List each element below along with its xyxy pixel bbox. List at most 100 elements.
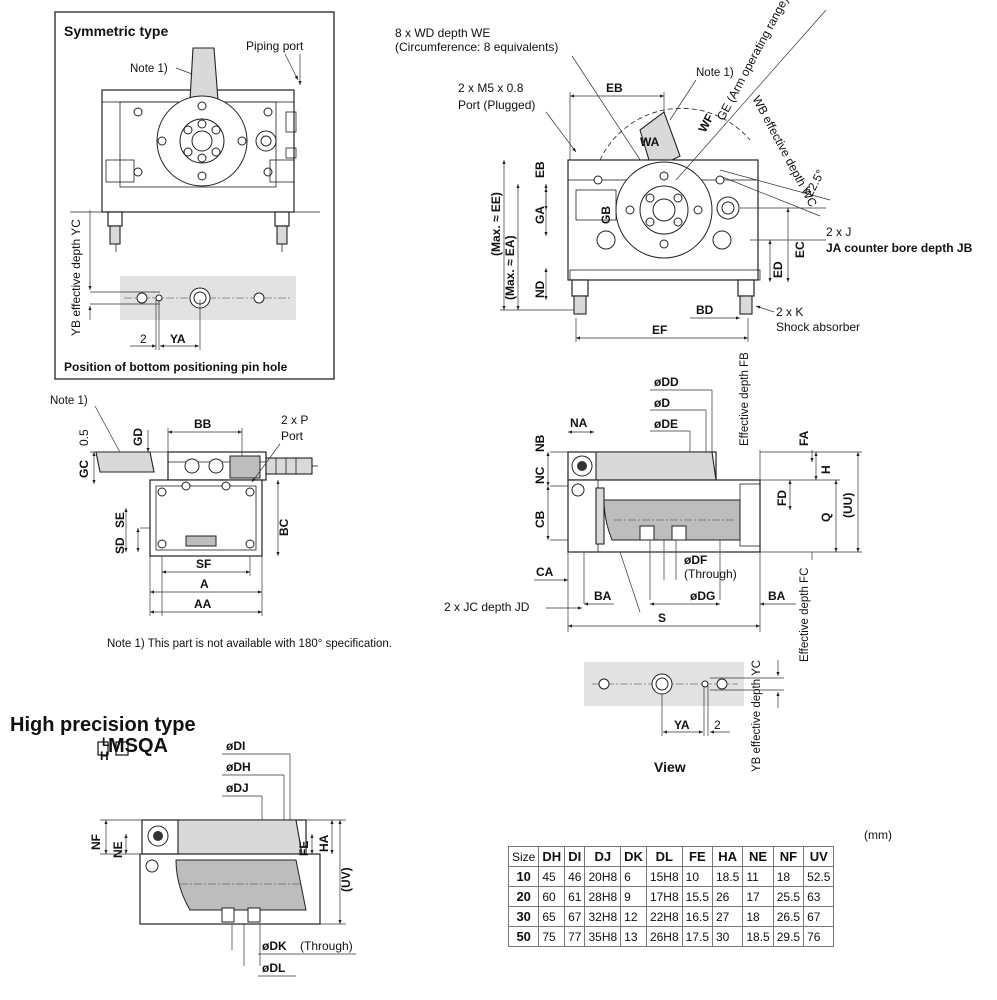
nc-label: NC <box>533 466 547 484</box>
side-port-label: Port <box>281 429 304 443</box>
effective-depth-fb: Effective depth FB <box>739 352 751 446</box>
cell: 67 <box>803 906 835 927</box>
j-label: 2 x J <box>826 225 851 239</box>
dim-ya-symmetric: YA <box>170 332 186 346</box>
cell: 17.5 <box>681 926 714 947</box>
gb-label: GB <box>599 206 613 224</box>
th-size: Size <box>507 846 540 867</box>
nb-label: NB <box>533 434 547 452</box>
model-l: L <box>102 735 109 749</box>
fe-label: FE <box>297 841 311 856</box>
high-precision-title: High precision type <box>10 714 196 736</box>
ed-label: ED <box>771 261 785 278</box>
th-uv: UV <box>803 846 835 867</box>
dg-label: øDG <box>690 589 715 603</box>
m5-port: 2 x M5 x 0.8 <box>458 81 524 95</box>
cell: 77 <box>564 926 586 947</box>
cell: 18 <box>772 866 805 887</box>
nd-label: ND <box>533 280 547 298</box>
max-ee: (Max. ≈ EE) <box>489 192 503 256</box>
front-view: øDD øD øDE NA NB NC CB <box>444 352 862 775</box>
side-note1: Note 1) <box>50 395 88 407</box>
cell: 10 <box>507 866 540 887</box>
eb-vertical: EB <box>533 161 547 178</box>
sf-label: SF <box>196 557 211 571</box>
cell: 18.5 <box>742 926 774 947</box>
bd-label: BD <box>696 303 714 317</box>
nf-label: NF <box>89 834 103 850</box>
symmetric-type-panel: Symmetric type Piping port Note 1) <box>54 11 335 380</box>
cell: 10 <box>681 866 714 887</box>
cell: 30 <box>507 906 540 927</box>
h-label: H <box>819 465 833 474</box>
effective-depth-fc: Effective depth FC <box>799 568 811 662</box>
pin-hole-caption: Position of bottom positioning pin hole <box>64 360 288 374</box>
th-dk: DK <box>620 846 647 867</box>
cell: 25.5 <box>772 886 805 907</box>
cell: 9 <box>620 886 647 907</box>
cell: 26.5 <box>772 906 805 927</box>
cell: 28H8 <box>584 886 622 907</box>
di-label: øDI <box>226 739 245 753</box>
th-ha: HA <box>711 846 744 867</box>
dl-label: øDL <box>262 961 285 975</box>
ca-label: CA <box>536 565 554 579</box>
angle-22-5: 22.5° <box>802 167 828 199</box>
df-through: (Through) <box>684 567 737 581</box>
cell: 17 <box>742 886 774 907</box>
k-label: 2 x K <box>776 305 803 319</box>
bb-label: BB <box>194 417 212 431</box>
circumference-note: (Circumference: 8 equivalents) <box>395 40 558 54</box>
cell: 13 <box>620 926 647 947</box>
cell: 30 <box>711 926 744 947</box>
se-label: SE <box>113 512 127 528</box>
cell: 29.5 <box>772 926 805 947</box>
fd-label: FD <box>775 490 789 506</box>
a-label: A <box>200 577 209 591</box>
table-header-row: Size DH DI DJ DK DL FE HA NE NF UV <box>507 846 835 867</box>
symmetric-title: Symmetric type <box>64 23 168 39</box>
model-h: H <box>100 749 109 763</box>
ef-label: EF <box>652 323 667 337</box>
yb-effective-depth-yc: YB effective depth YC <box>69 219 83 336</box>
na-label: NA <box>570 416 588 430</box>
jc-depth-jd: 2 x JC depth JD <box>444 600 530 614</box>
symmetric-note1: Note 1) <box>130 63 168 75</box>
cell: 35H8 <box>584 926 622 947</box>
piping-port-label: Piping port <box>246 39 304 53</box>
cell: 18 <box>742 906 774 927</box>
th-dj: DJ <box>584 846 622 867</box>
gd-label: GD <box>131 428 145 446</box>
ga-label: GA <box>533 206 547 224</box>
p-label: 2 x P <box>281 413 308 427</box>
cell: 76 <box>803 926 835 947</box>
th-di: DI <box>564 846 586 867</box>
cell: 22H8 <box>645 906 683 927</box>
dk-through: (Through) <box>300 939 353 953</box>
gc-label: GC <box>77 460 91 478</box>
sd-label: SD <box>113 537 127 554</box>
th-nf: NF <box>772 846 805 867</box>
model-prefix: MSQA <box>108 735 168 757</box>
wd-depth-we: 8 x WD depth WE <box>395 26 490 40</box>
cb-label: CB <box>533 510 547 528</box>
fa-label: FA <box>797 430 811 446</box>
cell: 63 <box>803 886 835 907</box>
cell: 32H8 <box>584 906 622 927</box>
cell: 45 <box>538 866 566 887</box>
max-ea: (Max. ≈ EA) <box>503 235 517 300</box>
cell: 17H8 <box>645 886 683 907</box>
cell: 20H8 <box>584 866 622 887</box>
cell: 52.5 <box>803 866 835 887</box>
dd-label: øDD <box>654 375 679 389</box>
th-ne: NE <box>742 846 774 867</box>
cell: 15H8 <box>645 866 683 887</box>
ec-label: EC <box>793 241 807 258</box>
cell: 12 <box>620 906 647 927</box>
ne-label: NE <box>111 841 125 858</box>
th-fe: FE <box>681 846 714 867</box>
port-plugged: Port (Plugged) <box>458 98 535 112</box>
ya-front: YA <box>674 718 690 732</box>
